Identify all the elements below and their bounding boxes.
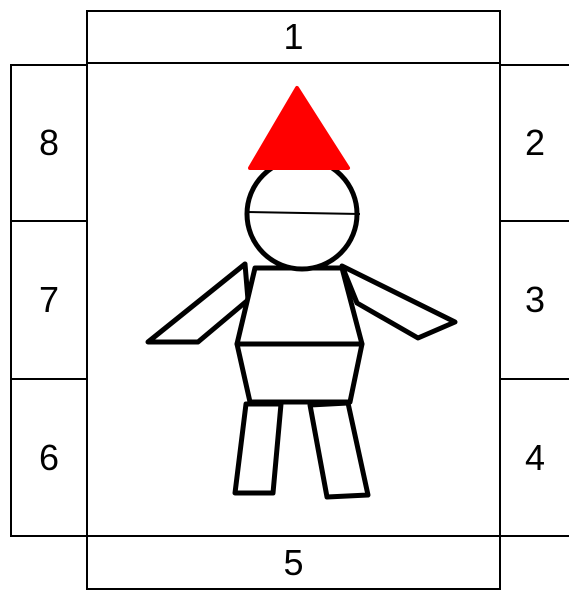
left-arm [148,264,248,342]
left-leg [235,404,281,493]
hips [237,344,362,402]
right-leg [310,403,368,497]
torso [237,268,362,344]
hat [250,88,348,168]
